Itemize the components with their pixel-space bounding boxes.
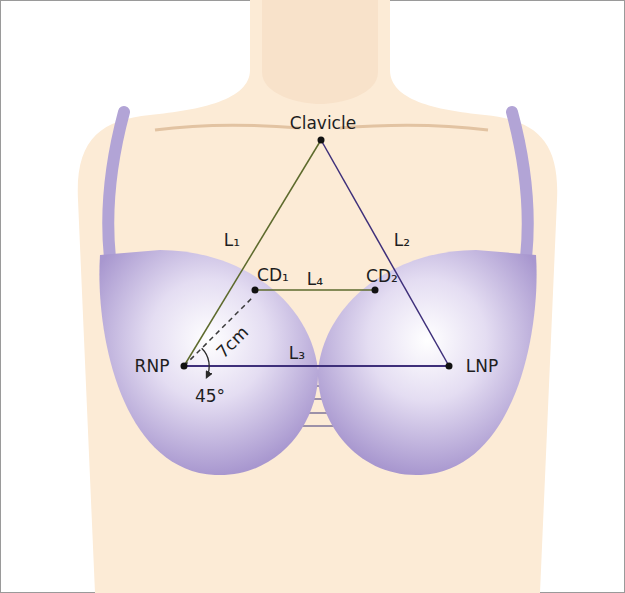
segment-label: L₁ (224, 231, 240, 250)
point-label: LNP (466, 357, 498, 376)
measure-line (184, 365, 449, 367)
point-label: CD₂ (366, 267, 398, 286)
segment-label: L₃ (289, 344, 305, 363)
collarbone (340, 125, 488, 130)
torso (78, 0, 557, 593)
point-dot (181, 137, 453, 370)
bra-cup (318, 250, 537, 475)
measure-line (321, 140, 449, 366)
dimension-label: 7cm (212, 322, 251, 361)
landmark-label: Clavicle (290, 114, 356, 133)
measure-line (255, 289, 375, 291)
bra-cup (99, 250, 318, 475)
segment-label: L₄ (307, 270, 323, 289)
angle-arc (202, 348, 210, 377)
point-label: CD₁ (257, 266, 289, 285)
collarbone (155, 125, 300, 130)
point-label: RNP (135, 357, 170, 376)
bra-strap (108, 112, 124, 258)
angle-label: 45° (195, 387, 225, 406)
measure-line (184, 140, 321, 366)
segment-label: L₂ (394, 231, 410, 250)
neck-shade (262, 0, 378, 104)
bra-strap (512, 112, 528, 258)
dashed-line (184, 297, 253, 366)
